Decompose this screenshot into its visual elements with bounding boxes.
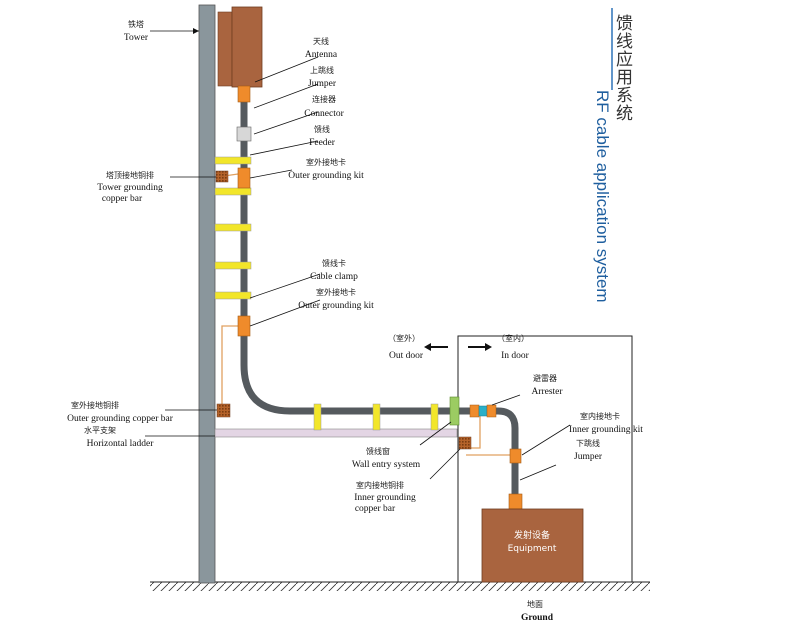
label-feeder-zh: 馈线 bbox=[314, 124, 330, 134]
label-outer-kit-2-zh: 室外接地卡 bbox=[316, 287, 356, 297]
outer-grounding-copper-bar bbox=[216, 403, 231, 418]
outer-grounding-kit-1 bbox=[237, 167, 251, 189]
label-outer-kit-1-zh: 室外接地卡 bbox=[306, 157, 346, 167]
label-ground-zh: 地面 bbox=[527, 599, 543, 609]
tower-grounding-copper-bar bbox=[215, 170, 229, 183]
equipment-label-zh: 发射设备 bbox=[514, 529, 550, 541]
outer-ground-wire-2 bbox=[221, 325, 238, 406]
label-arrester-en: Arrester bbox=[531, 387, 563, 397]
label-ladder-en: Horizontal ladder bbox=[87, 439, 155, 449]
jumper-bottom-connector bbox=[508, 493, 523, 510]
arrester bbox=[469, 404, 497, 418]
label-inner-kit-zh: 室内接地卡 bbox=[580, 411, 620, 421]
label-jumper-bottom-zh: 下跳线 bbox=[576, 438, 600, 448]
label-indoor-zh: （室内） bbox=[497, 333, 529, 343]
label-outer-kit-2-en: Outer grounding kit bbox=[298, 301, 374, 311]
label-tower-zh: 铁塔 bbox=[128, 19, 144, 29]
tower bbox=[198, 4, 216, 584]
label-ground-en: Ground bbox=[521, 613, 554, 623]
horizontal-cable-clamps bbox=[313, 403, 439, 431]
label-jumper-bottom-en: Jumper bbox=[574, 452, 603, 462]
label-outer-bar-en: Outer grounding copper bar bbox=[67, 414, 174, 424]
inner-grounding-copper-bar bbox=[458, 436, 472, 450]
label-tower-en: Tower bbox=[124, 33, 149, 43]
outer-grounding-kit-2 bbox=[237, 315, 251, 337]
inner-grounding-kit bbox=[509, 448, 522, 464]
label-outer-kit-1-en: Outer grounding kit bbox=[288, 171, 364, 181]
label-inner-bar-en2: copper bar bbox=[355, 504, 396, 514]
leader-lines bbox=[145, 28, 571, 481]
label-tower-bar-en2: copper bar bbox=[102, 194, 143, 204]
jumper-top-connector bbox=[237, 85, 251, 103]
feeder-cable bbox=[240, 100, 470, 415]
label-inner-bar-zh: 室内接地铜排 bbox=[356, 480, 404, 490]
antenna bbox=[217, 6, 263, 88]
door-arrows bbox=[424, 343, 492, 351]
label-wall-entry-en: Wall entry system bbox=[352, 460, 421, 470]
label-tower-bar-en1: Tower grounding bbox=[97, 183, 163, 193]
label-tower-bar-zh: 塔顶接地铜排 bbox=[106, 170, 154, 180]
label-indoor-en: In door bbox=[501, 351, 530, 361]
equipment bbox=[481, 508, 584, 583]
title-zh: 馈线应用系统 bbox=[612, 14, 633, 122]
label-arrester-zh: 避雷器 bbox=[533, 373, 557, 383]
label-jumper-top-en: Jumper bbox=[308, 79, 337, 89]
title-en: RF cable application system bbox=[593, 90, 612, 303]
indoor-jumper-cable bbox=[486, 407, 519, 495]
label-wall-entry-zh: 馈线窗 bbox=[366, 446, 390, 456]
equipment-label-en: Equipment bbox=[508, 544, 557, 554]
horizontal-ladder bbox=[214, 428, 458, 438]
label-outer-bar-zh: 室外接地铜排 bbox=[71, 400, 119, 410]
label-antenna-en: Antenna bbox=[305, 50, 338, 60]
label-inner-bar-en1: Inner grounding bbox=[354, 493, 416, 503]
label-outdoor-en: Out door bbox=[389, 351, 424, 361]
label-outdoor-zh: （室外） bbox=[388, 333, 420, 343]
wall-entry-system bbox=[449, 396, 460, 426]
label-connector-zh: 连接器 bbox=[312, 94, 336, 104]
label-inner-kit-en: Inner grounding kit bbox=[569, 425, 643, 435]
ground-line bbox=[150, 581, 650, 591]
label-ladder-zh: 水平支架 bbox=[84, 425, 116, 435]
label-cable-clamp-zh: 馈线卡 bbox=[322, 258, 346, 268]
label-jumper-top-zh: 上跳线 bbox=[310, 65, 334, 75]
connector bbox=[236, 126, 252, 142]
label-antenna-zh: 天线 bbox=[313, 36, 329, 46]
tower-cable-clamps bbox=[214, 156, 252, 300]
label-feeder-en: Feeder bbox=[309, 138, 336, 148]
label-connector-en: Connector bbox=[304, 109, 344, 119]
label-cable-clamp-en: Cable clamp bbox=[310, 272, 358, 282]
